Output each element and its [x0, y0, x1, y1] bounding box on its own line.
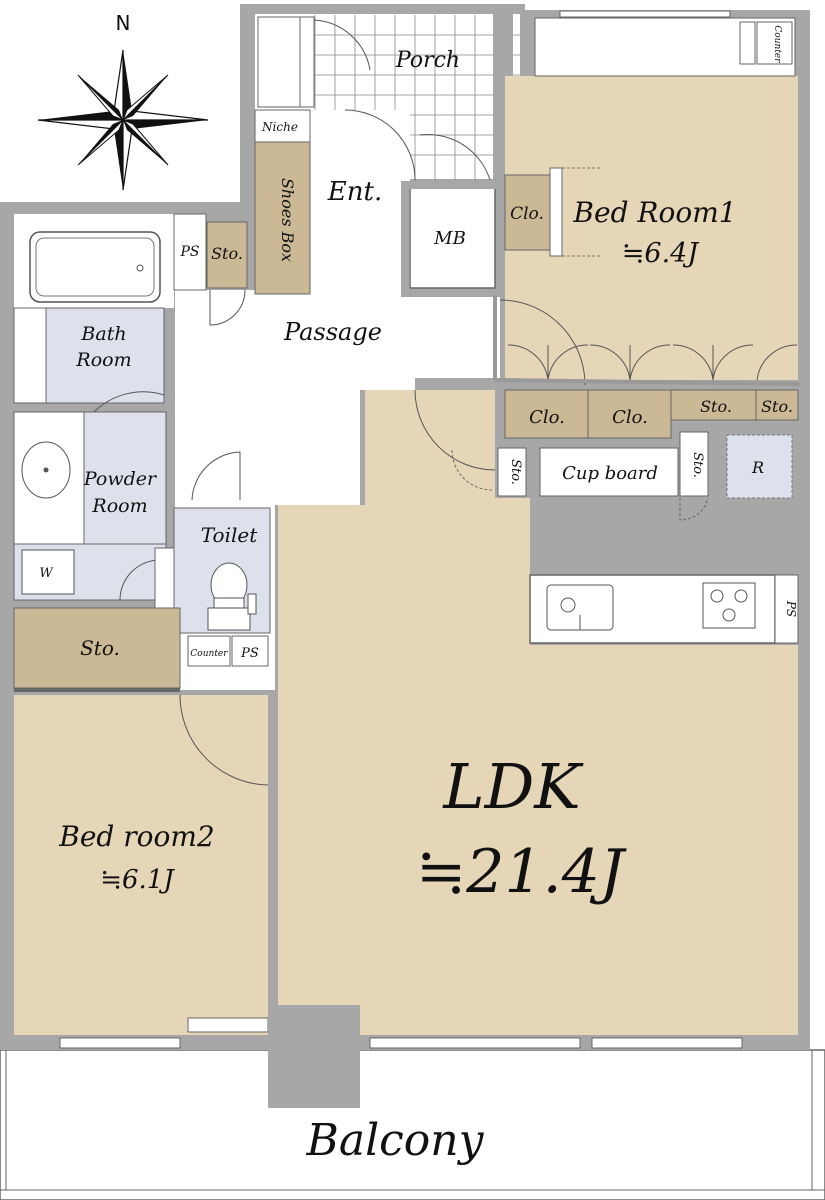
ldk-floor: [278, 390, 798, 1035]
storage-f: [679, 431, 709, 497]
sto-f-label: Sto.: [690, 452, 705, 478]
entrance-label: Ent.: [327, 177, 382, 207]
bedroom1-closet-label: Clo.: [510, 204, 544, 224]
compass-icon: [37, 49, 209, 191]
closet-a: [504, 389, 589, 439]
toilet-label: Toilet: [201, 523, 258, 547]
windows: [59, 10, 743, 1049]
bedroom2-size: ≒6.1J: [100, 865, 175, 895]
sto-left-label: Sto.: [80, 636, 120, 660]
compass-north-label: N: [116, 11, 131, 35]
sto-d-label: Sto.: [761, 397, 793, 416]
stove: [702, 582, 756, 629]
porch-label: Porch: [395, 48, 460, 73]
balcony-label: Balcony: [306, 1115, 485, 1166]
storage-c: [670, 389, 757, 421]
storage-d: [755, 389, 799, 421]
meter-box: [409, 187, 496, 289]
washer-space: [21, 549, 75, 595]
top-counter-label: Counter: [772, 25, 782, 63]
ps-toilet-label: PS: [240, 646, 259, 661]
storage-bath: [206, 221, 248, 289]
ps-top-label: PS: [179, 244, 199, 260]
bath-room: [45, 307, 165, 404]
cupboard: [539, 447, 679, 497]
powder-label-2: Room: [91, 495, 147, 517]
bedroom2-floor: [14, 695, 268, 1035]
powder-label-1: Powder: [83, 468, 158, 490]
niche-label: Niche: [261, 120, 298, 134]
bedroom2-name: Bed room2: [58, 820, 214, 853]
toilet-fixture: [207, 607, 251, 631]
bath-label-1: Bath: [80, 323, 126, 345]
ldk-name: LDK: [442, 750, 584, 823]
ps-shaft-top: [173, 213, 207, 291]
passage-label: Passage: [283, 318, 382, 346]
fridge-label: R: [751, 458, 764, 477]
storage-left: [13, 607, 181, 689]
balcony-area: [0, 1049, 825, 1200]
structural-column: [268, 1005, 360, 1108]
sto-bath-label: Sto.: [211, 244, 243, 263]
bathtub: [29, 231, 161, 303]
ps-shaft-toilet: [231, 635, 269, 667]
closet-b-label: Clo.: [612, 407, 648, 428]
ps-shaft-kitchen: [774, 574, 799, 644]
ldk-size: ≒21.4J: [416, 837, 627, 907]
bath-label-2: Room: [75, 349, 131, 371]
sto-c-label: Sto.: [700, 397, 732, 416]
washer-label: W: [39, 566, 54, 581]
bedroom1-closet: [504, 174, 551, 251]
ps-kitchen-label: PS: [784, 600, 798, 617]
closet-door-arcs: [507, 344, 798, 381]
shoes-box-label: Shoes Box: [278, 178, 297, 262]
toilet-counter-label: Counter: [190, 649, 228, 659]
bedroom1-size: ≒6.4J: [622, 238, 701, 269]
storage-e: [497, 447, 527, 497]
bedroom1-name: Bed Room1: [572, 196, 736, 229]
sto-e-label: Sto.: [508, 459, 523, 485]
cupboard-label: Cup board: [562, 463, 658, 484]
closet-a-label: Clo.: [529, 407, 565, 428]
toilet-counter: [187, 635, 231, 667]
mb-label: MB: [433, 228, 466, 249]
closet-b: [587, 389, 672, 439]
powder-room: [83, 411, 167, 545]
shoes-box: [254, 141, 311, 295]
bedroom1-top-closet: [534, 17, 796, 77]
fridge: [726, 434, 793, 499]
